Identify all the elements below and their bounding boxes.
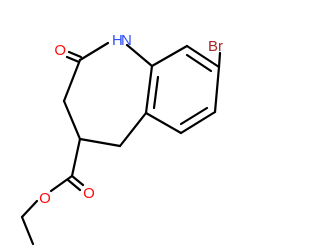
structure-canvas: O H N Br O O bbox=[20, 32, 223, 246]
bond-c2-n1 bbox=[78, 41, 110, 62]
atom-bromine: Br bbox=[208, 38, 223, 55]
atom-oxygen-ester-ether: O bbox=[39, 190, 51, 207]
bond-c5-c5a bbox=[118, 111, 148, 148]
bond-c2-o-double-a bbox=[67, 50, 83, 59]
bond-c4-c5 bbox=[78, 137, 122, 148]
bond-c9a-c5a bbox=[144, 64, 154, 115]
atom-labels: O H N Br O O bbox=[39, 32, 223, 207]
molecule-structure: O H N Br O O bbox=[20, 32, 223, 246]
bond-c3-c4 bbox=[62, 99, 82, 141]
bond-c4-cester bbox=[70, 137, 82, 178]
atom-nitrogen-amide: N bbox=[121, 32, 132, 49]
bond-n1-c9a bbox=[125, 43, 154, 68]
bond-oether-ch2 bbox=[20, 199, 39, 219]
bond-c7-c8 bbox=[213, 65, 221, 114]
bond-cester-oether bbox=[49, 174, 74, 193]
bond-c9a-c5a-inner bbox=[152, 75, 160, 110]
bond-c2-o-double-b bbox=[65, 55, 81, 64]
bond-ch2-ch3 bbox=[20, 215, 35, 246]
bond-c9-c9a bbox=[150, 44, 189, 68]
atom-oxygen-ester-carbonyl: O bbox=[83, 185, 95, 202]
bond-c5a-c6 bbox=[144, 111, 183, 135]
bond-c8-br bbox=[217, 51, 222, 69]
bond-cester-o-double-b bbox=[66, 178, 82, 192]
bonds bbox=[20, 41, 222, 246]
atom-hydrogen-amide: H bbox=[112, 32, 123, 49]
bond-c6-c7 bbox=[179, 110, 217, 135]
bond-cester-o-double-a bbox=[70, 174, 85, 187]
bond-c8-c9 bbox=[185, 44, 221, 69]
bond-c6-c7-inner bbox=[179, 106, 209, 126]
atom-oxygen-lactam: O bbox=[54, 42, 66, 59]
bond-c2-c3 bbox=[62, 58, 82, 103]
bond-c8-c9-inner bbox=[185, 53, 213, 73]
